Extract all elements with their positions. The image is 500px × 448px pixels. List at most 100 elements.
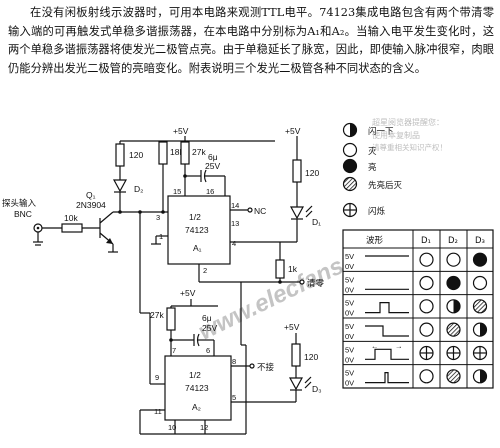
stamp-line: 超星阅览器提醒您： xyxy=(372,117,444,127)
filled-circle-icon xyxy=(472,252,488,267)
ic-a2-fraction: 1/2 xyxy=(189,370,201,380)
legend-label: 亮 xyxy=(368,162,377,173)
ic-a2 xyxy=(164,355,232,421)
legend-label: 灭 xyxy=(368,147,377,157)
resistor-10k xyxy=(61,223,83,233)
empty-circle-icon xyxy=(419,322,434,337)
led-d1 xyxy=(289,206,305,220)
level-label-0v: 0V xyxy=(345,309,354,318)
level-label-5v: 5V xyxy=(345,369,354,378)
half-shaded-circle-icon xyxy=(446,299,461,314)
level-label-5v: 5V xyxy=(345,299,354,308)
legend-item-blink: 闪烁 xyxy=(342,202,386,218)
r18k-label: 18k xyxy=(170,147,184,157)
table-header: D₂ xyxy=(448,236,458,246)
junction xyxy=(278,280,282,284)
r27k-bottom-label: 27k xyxy=(150,310,164,320)
led-d3 xyxy=(288,377,304,391)
junction xyxy=(138,210,142,214)
cap-a-voltage: 25V xyxy=(205,161,220,171)
level-label-5v: 5V xyxy=(345,252,354,261)
ic-a1-fraction: 1/2 xyxy=(189,212,201,222)
table-header: 波形 xyxy=(366,235,384,246)
pin-label: 3 xyxy=(156,213,160,222)
level-label-0v: 0V xyxy=(345,379,354,388)
waveform-toggle xyxy=(365,348,409,360)
ic-a2-part: 74123 xyxy=(185,383,209,393)
d2-label: D₂ xyxy=(134,184,143,194)
pin-label: 8 xyxy=(232,357,236,366)
cap-a-value: 6μ xyxy=(208,152,218,162)
hatched-circle-icon xyxy=(446,369,461,384)
nc-terminal-a2 xyxy=(249,363,255,369)
empty-circle-icon xyxy=(342,142,358,158)
level-label-5v: 5V xyxy=(345,275,354,284)
toggle-arrow-right: → xyxy=(395,341,403,350)
cross-circle-icon xyxy=(419,345,434,361)
empty-circle-icon xyxy=(419,299,434,314)
cap-b-value: 6μ xyxy=(202,313,212,323)
q1-label: Q₁ xyxy=(86,190,96,200)
pin-label: 14 xyxy=(231,201,239,210)
pin-label: 5 xyxy=(232,393,236,402)
bnc-center xyxy=(36,226,40,230)
empty-circle-icon xyxy=(472,275,488,291)
empty-circle-icon xyxy=(419,275,434,291)
pin-label: 10 xyxy=(168,423,176,432)
led-d3-ray xyxy=(304,381,312,389)
cross-circle-icon xyxy=(446,345,461,361)
legend-label: 先亮后灭 xyxy=(368,180,403,191)
supply-label-d3: +5V xyxy=(284,322,300,332)
clear-terminal xyxy=(299,279,305,285)
resistor-18k xyxy=(158,141,168,165)
resistor-120-d3 xyxy=(291,343,301,367)
ic-a1-part: 74123 xyxy=(185,225,209,235)
half-shaded-circle-icon xyxy=(472,369,488,384)
junction xyxy=(161,210,165,214)
ic-a2-name: A₂ xyxy=(192,402,201,412)
not-connected-label: 不接 xyxy=(257,362,275,373)
supply-label-mid: +5V xyxy=(180,288,196,298)
resistor-27k-top xyxy=(180,141,190,165)
clear-label: 清零 xyxy=(307,278,325,289)
led-d1-ray xyxy=(305,210,313,218)
resistor-120-left-label: 120 xyxy=(129,150,143,160)
junction xyxy=(118,210,122,214)
pin-label: 4 xyxy=(232,239,236,248)
r120-d1-label: 120 xyxy=(305,168,319,178)
resistor-120-left xyxy=(115,143,125,167)
stamp-line: 使用本复制品 xyxy=(372,130,420,140)
cap-b-plate-curved xyxy=(196,333,200,347)
legend-item-off: 灭 xyxy=(342,142,377,158)
hatched-circle-icon xyxy=(446,322,461,337)
pin-label: 7 xyxy=(172,346,176,355)
probe-input-label: 探头输入 xyxy=(2,198,37,208)
ic-a1-name: A₁ xyxy=(193,243,202,253)
d3-label: D₃ xyxy=(312,384,322,394)
r10k-label: 10k xyxy=(64,213,78,223)
waveform-pulse-up xyxy=(365,302,409,314)
pin-label: 12 xyxy=(200,423,208,432)
legend: 闪一下 灭 亮 先亮后灭 闪烁 xyxy=(342,122,403,218)
level-label-0v: 0V xyxy=(345,355,354,364)
led-d1-ray xyxy=(305,205,313,213)
legend-label: 闪烁 xyxy=(368,206,386,217)
cap-b-voltage: 25V xyxy=(202,323,217,333)
legend-item-on: 亮 xyxy=(342,158,377,174)
led-d2 xyxy=(112,179,128,193)
level-label-5v: 5V xyxy=(345,322,354,331)
level-label-0v: 0V xyxy=(345,262,354,271)
toggle-arrow-left: ← xyxy=(371,341,379,350)
supply-label-top: +5V xyxy=(173,126,189,136)
pin-label: 16 xyxy=(206,187,214,196)
waveform-narrow-pulse xyxy=(365,372,409,384)
hatched-circle-icon xyxy=(342,176,358,192)
pin-label: 11 xyxy=(154,407,162,416)
table-header: D₁ xyxy=(421,236,431,246)
stamp-line: 请尊重相关知识产权！ xyxy=(372,142,447,152)
table-header: D₃ xyxy=(475,236,485,246)
empty-circle-icon xyxy=(419,369,434,384)
